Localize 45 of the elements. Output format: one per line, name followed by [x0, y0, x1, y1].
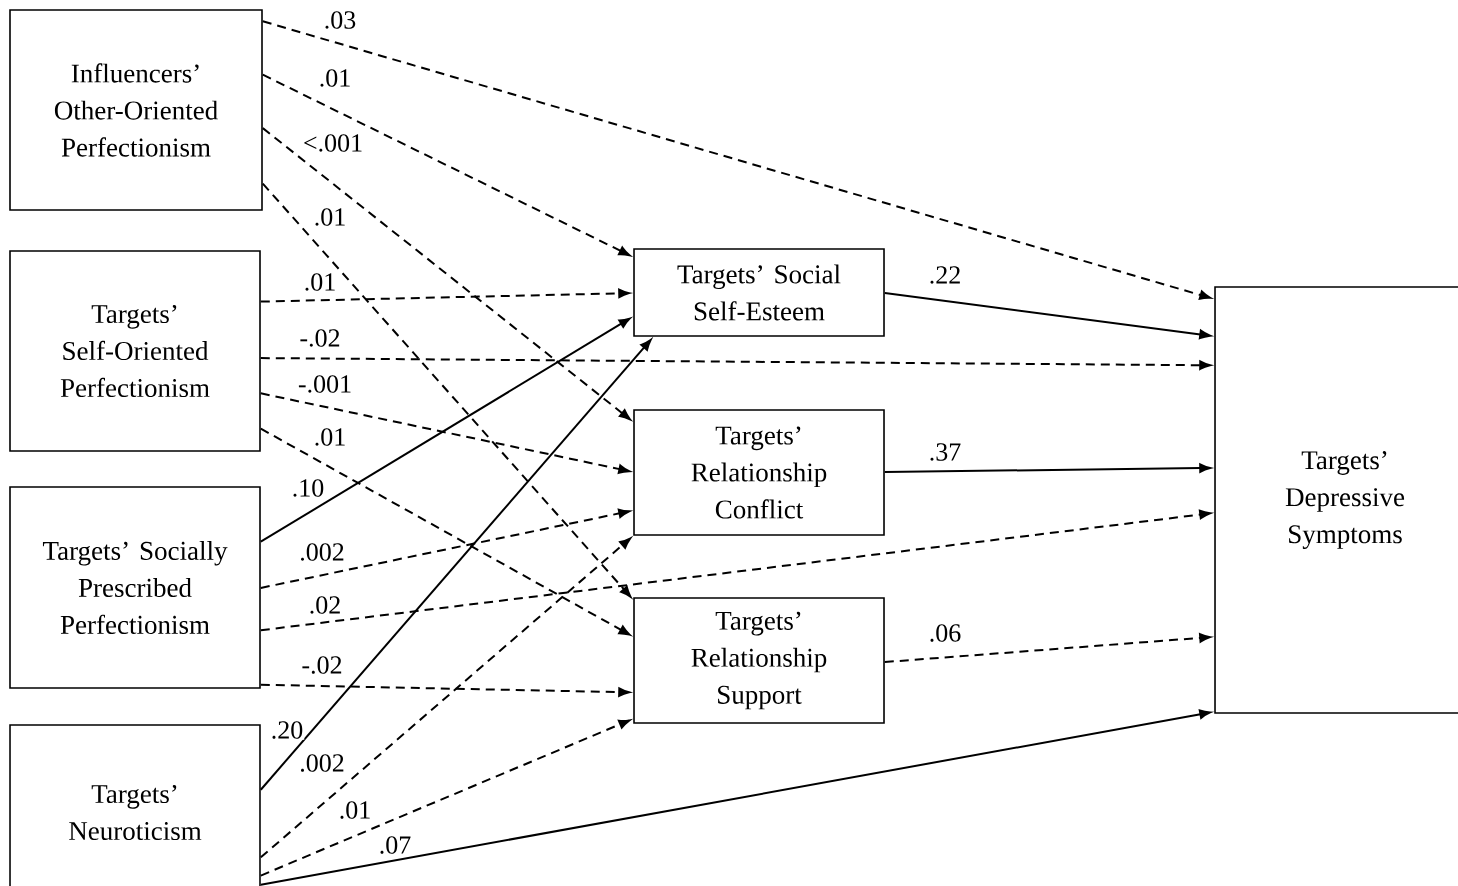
- path-arrow: [259, 427, 631, 636]
- path-coefficient: .01: [312, 207, 348, 227]
- path-arrow: [259, 719, 631, 877]
- path-coefficient: .10: [290, 478, 326, 498]
- path-coefficient: .06: [927, 623, 963, 643]
- path-coefficient: .37: [927, 442, 963, 462]
- path-arrow: [883, 463, 1211, 473]
- variable-box: Targets’ Self-Oriented Perfectionism: [9, 250, 261, 452]
- path-coefficient: .002: [298, 542, 346, 562]
- path-coefficient: .01: [337, 800, 373, 820]
- path-coefficient: <.001: [301, 133, 365, 153]
- path-arrow: [259, 537, 631, 859]
- path-arrow: [261, 127, 631, 421]
- path-arrow: [259, 317, 631, 543]
- path-arrow: [259, 357, 1211, 370]
- path-arrow: [259, 509, 1212, 632]
- path-coefficient: .22: [927, 265, 963, 285]
- variable-box: Targets’ Socially Prescribed Perfectionism: [9, 486, 261, 689]
- path-arrow: [259, 339, 652, 791]
- path-coefficient: .002: [298, 753, 346, 773]
- path-coefficient: -.001: [296, 374, 354, 394]
- variable-box: Targets’ Relationship Support: [633, 597, 885, 724]
- path-coefficient: .07: [377, 835, 413, 855]
- path-coefficient: .02: [307, 595, 343, 615]
- path-arrow: [259, 709, 1212, 886]
- path-arrow: [261, 73, 631, 257]
- variable-box: Targets’ Social Self-Esteem: [633, 248, 885, 337]
- path-arrow: [259, 392, 631, 474]
- path-coefficient: .01: [312, 427, 348, 447]
- path-arrow: [883, 292, 1212, 340]
- path-coefficient: .01: [302, 272, 338, 292]
- variable-box: Targets’ Relationship Conflict: [633, 409, 885, 536]
- path-arrow: [261, 182, 632, 598]
- path-coefficient: .01: [317, 68, 353, 88]
- path-coefficient: -.02: [298, 328, 342, 348]
- path-coefficient: .03: [322, 10, 358, 30]
- path-arrow: [259, 508, 631, 589]
- variable-box: Targets’ Neuroticism: [9, 724, 261, 886]
- path-coefficient: .20: [269, 720, 305, 740]
- path-arrow: [883, 633, 1211, 664]
- path-coefficient: -.02: [300, 655, 344, 675]
- variable-box: Targets’ Depressive Symptoms: [1214, 286, 1458, 714]
- path-arrow: [261, 20, 1212, 300]
- path-arrow: [259, 288, 630, 303]
- variable-box: Influencers’ Other-Oriented Perfectionism: [9, 9, 263, 211]
